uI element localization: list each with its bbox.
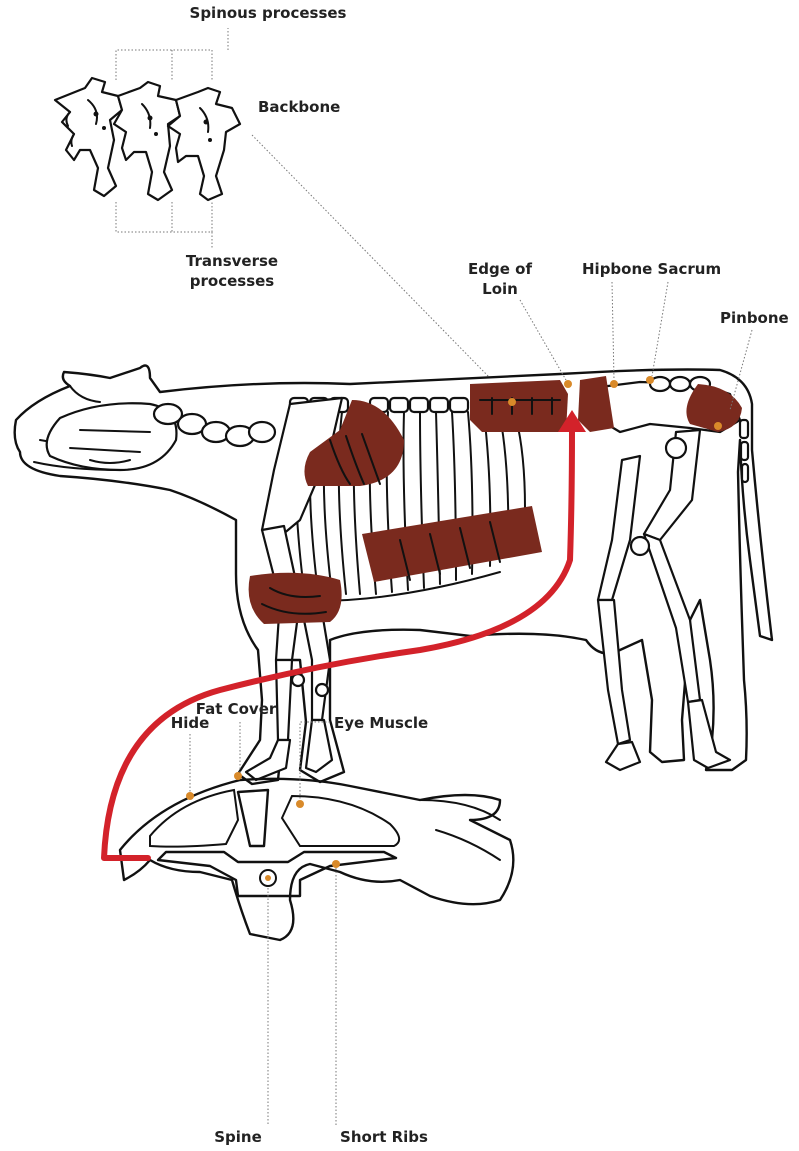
- label-spinous-processes: Spinous processes: [190, 4, 347, 22]
- marker-eye-muscle: [296, 800, 304, 808]
- region-edge-of-loin: [470, 380, 568, 432]
- label-edge-of-loin-2: Loin: [482, 280, 518, 298]
- label-short-ribs: Short Ribs: [340, 1128, 428, 1146]
- marker-short-ribs: [332, 860, 340, 868]
- loin-cross-section: [120, 722, 513, 1126]
- inset-leader-lines: [116, 28, 490, 378]
- marker-hipbone: [610, 380, 618, 388]
- marker-edge-of-loin: [564, 380, 572, 388]
- label-hipbone-sacrum: Hipbone Sacrum: [582, 260, 721, 278]
- label-hide: Hide: [171, 714, 210, 732]
- cow-skeleton: [154, 377, 748, 780]
- label-spine: Spine: [214, 1128, 262, 1146]
- label-backbone: Backbone: [258, 98, 340, 116]
- label-pinbone: Pinbone: [720, 309, 789, 327]
- spinous-process-section: [238, 790, 268, 846]
- region-ribs: [362, 506, 542, 582]
- transverse-process-section: [158, 852, 396, 896]
- backbone-inset: [55, 78, 240, 200]
- label-transverse-processes-2: processes: [190, 272, 275, 290]
- marker-spine: [265, 875, 271, 881]
- marker-pinbone: [714, 422, 722, 430]
- marker-hide: [186, 792, 194, 800]
- marker-backbone: [508, 398, 516, 406]
- label-eye-muscle: Eye Muscle: [334, 714, 428, 732]
- label-edge-of-loin-1: Edge of: [468, 260, 532, 278]
- region-brisket: [249, 573, 342, 624]
- marker-fat-cover: [234, 772, 242, 780]
- vertebra-2: [114, 82, 180, 200]
- region-hipbone: [578, 376, 614, 432]
- hind-legs: [598, 430, 730, 770]
- eye-muscle-left: [150, 790, 238, 847]
- vertebra-1: [55, 78, 122, 196]
- label-transverse-processes-1: Transverse: [186, 252, 278, 270]
- marker-sacrum: [646, 376, 654, 384]
- vertebra-3: [168, 88, 240, 200]
